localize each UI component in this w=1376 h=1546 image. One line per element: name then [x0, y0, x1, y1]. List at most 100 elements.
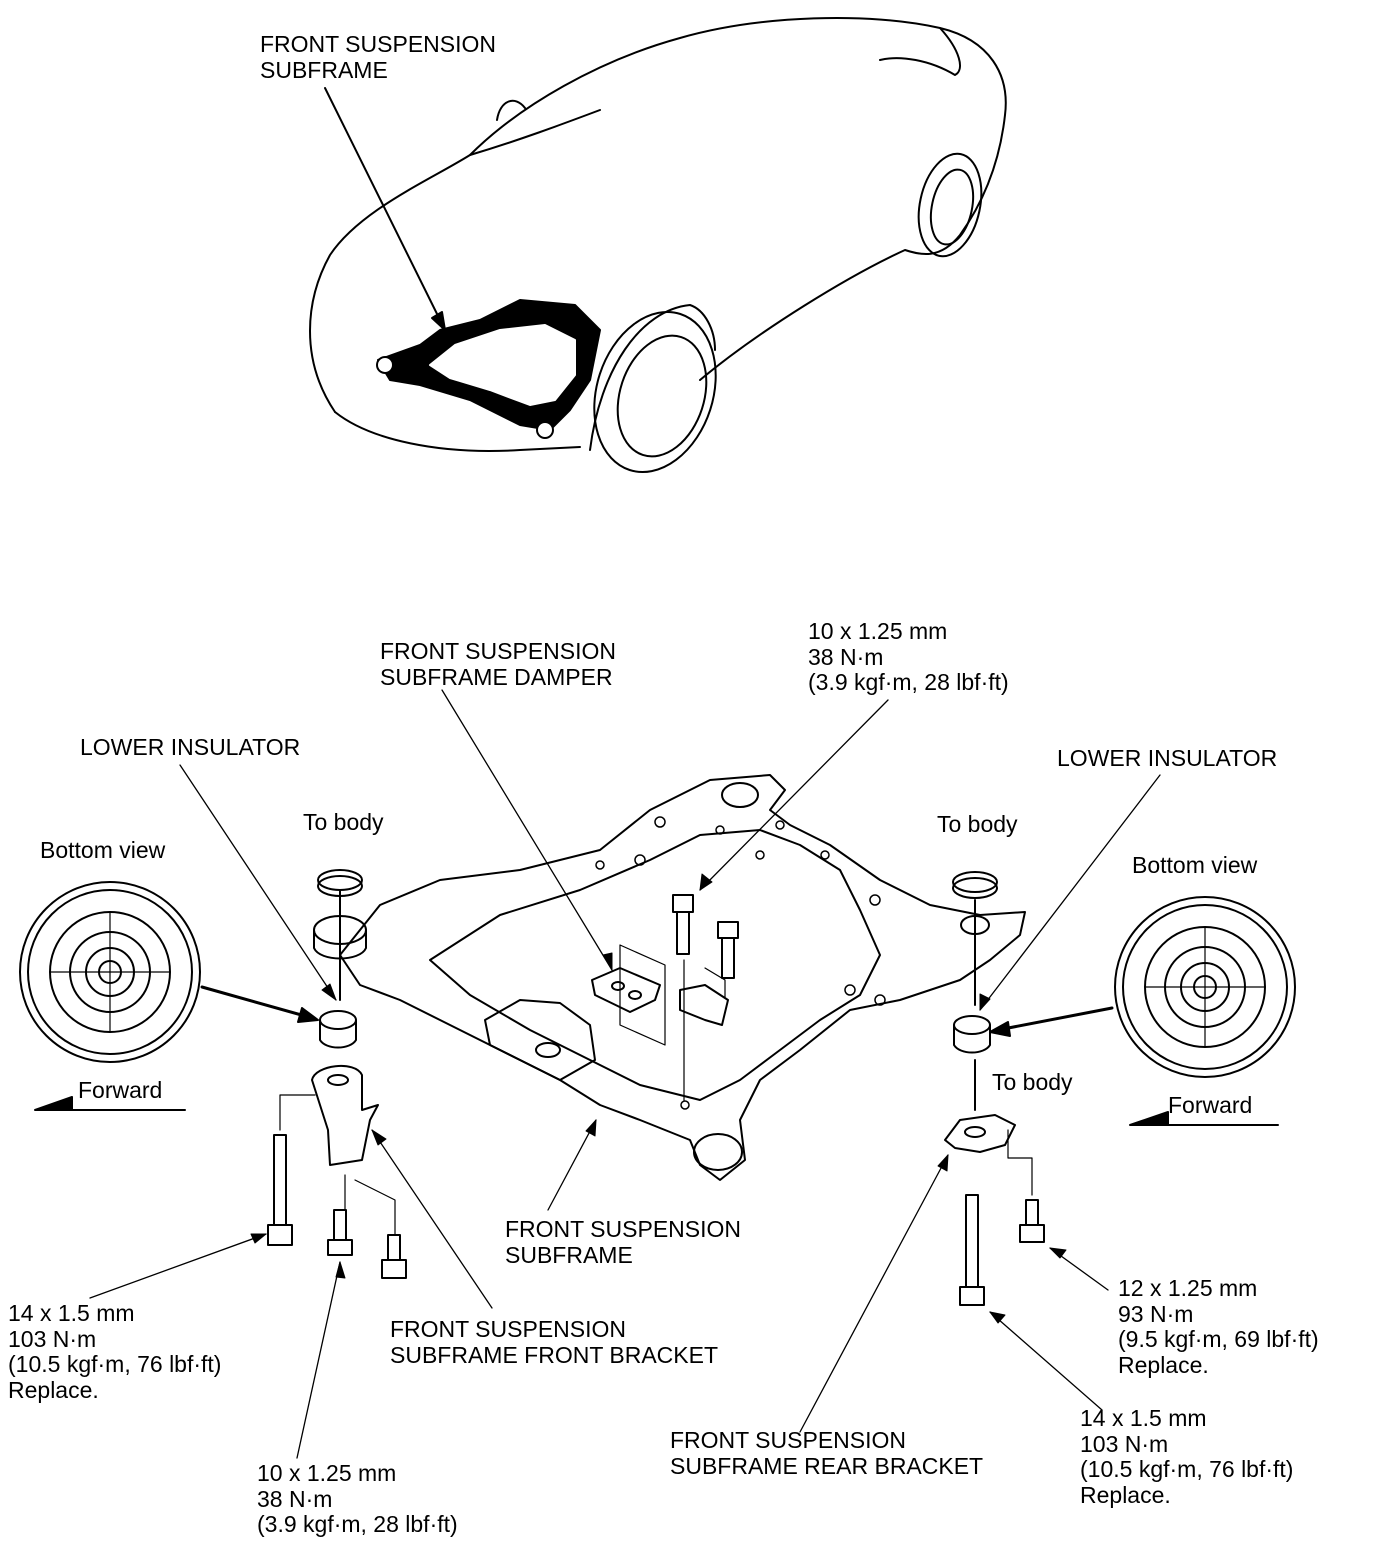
subframe-rear-left-mount	[721, 782, 759, 808]
lower-insulator-left-label: LOWER INSULATOR	[80, 734, 301, 760]
leader-damper-bolt	[699, 699, 889, 891]
leader-lines	[89, 689, 1161, 1459]
car-subframe-leader	[324, 87, 446, 331]
rear-bracket-hole	[964, 1126, 986, 1138]
front-bracket-label: FRONT SUSPENSION SUBFRAME FRONT BRACKET	[390, 1316, 718, 1368]
right-long-bolt-spec: 14 x 1.5 mm 103 N·m (10.5 kgf·m, 76 lbf·…	[1080, 1405, 1293, 1508]
damper-panel	[619, 944, 666, 1046]
forward-arrow-left	[34, 1096, 186, 1111]
left-long-bolt-spec: 14 x 1.5 mm 103 N·m (10.5 kgf·m, 76 lbf·…	[8, 1300, 222, 1403]
subframe-inner	[429, 829, 881, 1101]
left-upper-washer	[317, 869, 363, 891]
rear-short-bolt-spec: 12 x 1.25 mm 93 N·m (9.5 kgf·m, 69 lbf·f…	[1118, 1275, 1319, 1378]
rear-bolt-guide	[1007, 1129, 1033, 1196]
right-lower-insulator-side	[953, 1024, 991, 1054]
subframe-engine-mount	[484, 999, 596, 1081]
front-bracket-shape	[311, 1064, 379, 1166]
damper-plate	[679, 984, 729, 1026]
front-bracket-bolt-torque-alt: (3.9 kgf·m, 28 lbf·ft)	[257, 1511, 458, 1537]
left-mount-assembly	[267, 869, 407, 1279]
damper-bolt-torque: 38 N·m	[808, 643, 884, 670]
car-front-lower	[334, 411, 581, 452]
rear-wheel	[917, 152, 983, 258]
damper-bolt-1	[672, 894, 694, 955]
left-bottom-view-arrowhead	[297, 1007, 319, 1023]
right-long-bolt	[959, 1194, 985, 1306]
right-long-bolt-size: 14 x 1.5 mm	[1080, 1405, 1207, 1431]
rear-bracket-label: FRONT SUSPENSION SUBFRAME REAR BRACKET	[670, 1427, 984, 1479]
right-upper-washer-rim	[952, 877, 998, 899]
rear-short-bolt-torque: 93 N·m	[1118, 1300, 1194, 1327]
forward-left-label: Forward	[78, 1077, 163, 1103]
left-bolt-guide-3	[354, 1179, 396, 1236]
rear-short-bolt-size: 12 x 1.25 mm	[1118, 1275, 1258, 1301]
car-subframe-label-line1: FRONT SUSPENSION	[260, 31, 496, 57]
leader-subframe	[547, 1119, 597, 1211]
to-body-right-label: To body	[937, 811, 1018, 837]
front-bracket-bolt-size: 10 x 1.25 mm	[257, 1460, 397, 1486]
car-subframe-label: FRONT SUSPENSION SUBFRAME	[260, 31, 496, 83]
right-bottom-view-arrow	[996, 1006, 1114, 1032]
subframe-label-line1: FRONT SUSPENSION	[505, 1216, 741, 1242]
car-subframe-label-line2: SUBFRAME	[260, 56, 388, 83]
bottom-view-right	[1114, 896, 1296, 1078]
car-body-outline	[309, 16, 1007, 413]
damper-bolt-spec: 10 x 1.25 mm 38 N·m (3.9 kgf·m, 28 lbf·f…	[808, 618, 1009, 696]
subframe-front-mount	[693, 1133, 743, 1171]
damper-bolt-size: 10 x 1.25 mm	[808, 618, 948, 644]
left-front-bracket-bolt	[327, 1209, 353, 1256]
leader-arrowheads	[250, 873, 1067, 1324]
right-long-bolt-torque: 103 N·m	[1080, 1430, 1169, 1457]
front-bracket-label-line1: FRONT SUSPENSION	[390, 1316, 626, 1342]
left-front-bracket-bolt-2	[381, 1234, 407, 1279]
front-bracket-bolt-spec: 10 x 1.25 mm 38 N·m (3.9 kgf·m, 28 lbf·f…	[257, 1460, 458, 1538]
leader-damper	[441, 689, 613, 971]
rear-short-bolt-note: Replace.	[1118, 1351, 1209, 1378]
rear-bracket-label-line2: SUBFRAME REAR BRACKET	[670, 1452, 984, 1479]
left-long-bolt-torque: 103 N·m	[8, 1325, 97, 1352]
wheel-arch	[589, 304, 716, 451]
left-long-bolt-note: Replace.	[8, 1376, 99, 1403]
damper-part	[591, 967, 661, 1013]
car-subframe-mount-left	[376, 356, 394, 374]
subframe-holes	[595, 816, 886, 1110]
left-bottom-view-arrow	[200, 985, 314, 1020]
damper-hole-1	[611, 981, 625, 991]
leader-rear-bracket	[799, 1154, 949, 1433]
rear-short-bolt-torque-alt: (9.5 kgf·m, 69 lbf·ft)	[1118, 1326, 1319, 1352]
damper-plate-frame	[704, 967, 726, 999]
right-long-bolt-note: Replace.	[1080, 1481, 1171, 1508]
right-mount-assembly	[944, 871, 1045, 1306]
to-body-left-label: To body	[303, 809, 384, 835]
left-long-bolt-torque-alt: (10.5 kgf·m, 76 lbf·ft)	[8, 1351, 222, 1377]
subframe-outer	[339, 774, 1026, 1181]
to-body-rear-label: To body	[992, 1069, 1073, 1095]
damper-hole-2	[628, 990, 642, 1000]
rear-bracket-shape	[944, 1114, 1016, 1153]
subframe-label-line2: SUBFRAME	[505, 1241, 633, 1268]
damper-label: FRONT SUSPENSION SUBFRAME DAMPER	[380, 638, 616, 690]
leader-front-bracket-bolt	[296, 1261, 341, 1459]
car-subframe-mount-front	[536, 421, 554, 439]
damper-bolt-2	[717, 921, 739, 979]
forward-right-label: Forward	[1168, 1092, 1253, 1118]
damper-label-line1: FRONT SUSPENSION	[380, 638, 616, 664]
bottom-view-left-label: Bottom view	[40, 837, 166, 863]
bottom-view-left	[19, 881, 201, 1063]
leader-left-long-bolt	[89, 1233, 267, 1299]
subframe-label: FRONT SUSPENSION SUBFRAME	[505, 1216, 741, 1268]
engine-mount-hole	[535, 1042, 561, 1058]
left-long-bolt	[267, 1134, 293, 1246]
left-bolt-guide	[279, 1094, 316, 1131]
car-roof-line	[879, 27, 961, 76]
rear-bracket-label-line1: FRONT SUSPENSION	[670, 1427, 906, 1453]
front-bracket-label-line2: SUBFRAME FRONT BRACKET	[390, 1341, 718, 1368]
front-bracket-hole	[327, 1074, 349, 1086]
leader-right-insulator	[979, 774, 1161, 1011]
leader-right-long-bolt	[989, 1311, 1103, 1411]
car-hood-line	[469, 109, 601, 156]
subframe-drawing	[339, 774, 1026, 1181]
right-upper-washer	[952, 871, 998, 893]
